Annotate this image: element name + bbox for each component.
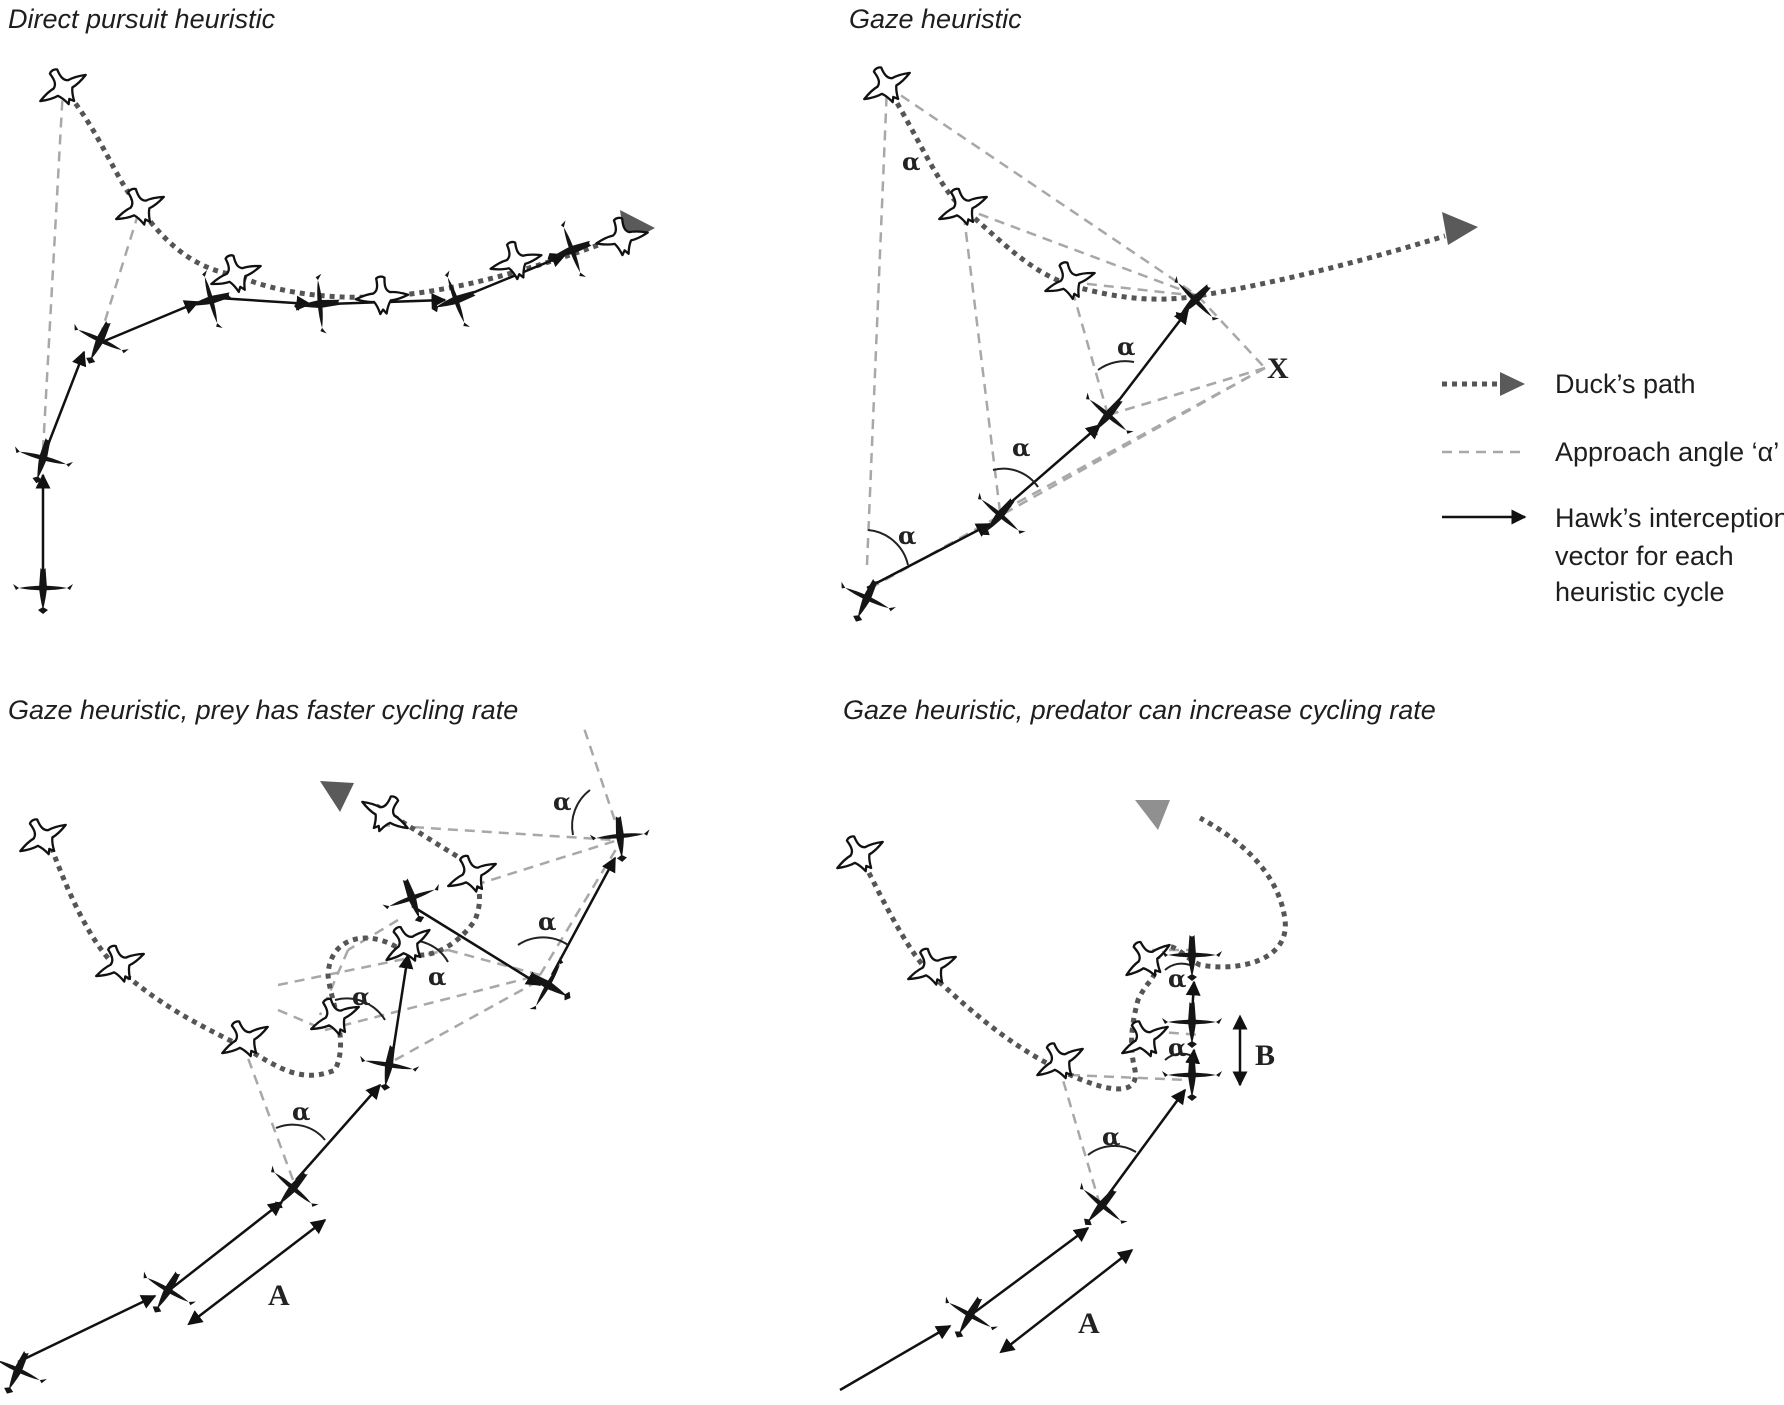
- duck-path-arrow-head: [1442, 212, 1478, 245]
- duck-icons: [852, 53, 1102, 308]
- legend: Duck’s path Approach angle ‘α’ Hawk’s in…: [1442, 369, 1784, 607]
- legend-duck-path: Duck’s path: [1442, 369, 1696, 399]
- legend-label-hawk-vector-line-1: Hawk’s interception: [1555, 503, 1784, 533]
- panel-title-gaze-predator-faster: Gaze heuristic, predator can increase cy…: [843, 695, 1436, 725]
- alpha-angle-arcs: [867, 360, 1135, 566]
- predator-cycle-length-label: B: [1255, 1039, 1275, 1072]
- legend-label-duck-path: Duck’s path: [1555, 369, 1696, 399]
- hawk-interception-vectors: [35, 253, 567, 575]
- alpha-label: α: [1168, 964, 1186, 993]
- legend-label-approach-angle: Approach angle ‘α’: [1555, 437, 1779, 467]
- alpha-label: α: [1012, 433, 1030, 462]
- legend-label-hawk-vector-line-2: vector for each: [1555, 541, 1734, 571]
- duck-path: [857, 815, 1288, 1092]
- alpha-angle-arcs: [1087, 962, 1191, 1156]
- alpha-label: α: [1168, 1033, 1186, 1062]
- duck-icons: [28, 55, 653, 318]
- duck-path-arrow-head: [1135, 800, 1170, 830]
- alpha-label: α: [538, 907, 556, 936]
- duck-icons: [825, 822, 1181, 1091]
- alpha-label: α: [1102, 1122, 1120, 1151]
- duck-path-arrow-head: [320, 781, 354, 812]
- alpha-label: α: [902, 147, 920, 176]
- panel-title-gaze: Gaze heuristic: [849, 4, 1022, 34]
- hawk-interception-vectors: [17, 856, 617, 1364]
- hawk-cycle-length-label: A: [268, 1279, 290, 1312]
- legend-hawk-vector: Hawk’s interception vector for each heur…: [1442, 503, 1784, 607]
- panel-title-direct-pursuit: Direct pursuit heuristic: [8, 4, 276, 34]
- approach-angle-lines: [865, 84, 1266, 592]
- panel-gaze-predator-faster: α α α A B: [825, 800, 1288, 1392]
- alpha-label: α: [428, 962, 446, 991]
- alpha-label: α: [898, 521, 916, 550]
- panel-direct-pursuit: [7, 55, 655, 614]
- alpha-label: α: [1117, 332, 1135, 361]
- alpha-label: α: [352, 982, 370, 1011]
- hawk-interception-vectors: [866, 308, 1189, 590]
- legend-approach-angle: Approach angle ‘α’: [1442, 437, 1779, 467]
- panel-title-gaze-prey-faster: Gaze heuristic, prey has faster cycling …: [8, 695, 518, 725]
- hawk-icons: [931, 935, 1222, 1353]
- panel-gaze-heuristic: α α α α X: [828, 53, 1478, 635]
- alpha-label: α: [292, 1097, 310, 1126]
- duck-path: [61, 86, 626, 300]
- approach-angle-lines: [41, 87, 142, 451]
- hawk-cycle-length-label: A: [1078, 1307, 1100, 1340]
- panel-gaze-prey-faster: α α α α α A: [0, 724, 653, 1405]
- interception-point-label: X: [1267, 352, 1289, 385]
- hawk-icons: [0, 813, 653, 1405]
- alpha-label: α: [553, 787, 571, 816]
- legend-label-hawk-vector-line-3: heuristic cycle: [1555, 577, 1725, 607]
